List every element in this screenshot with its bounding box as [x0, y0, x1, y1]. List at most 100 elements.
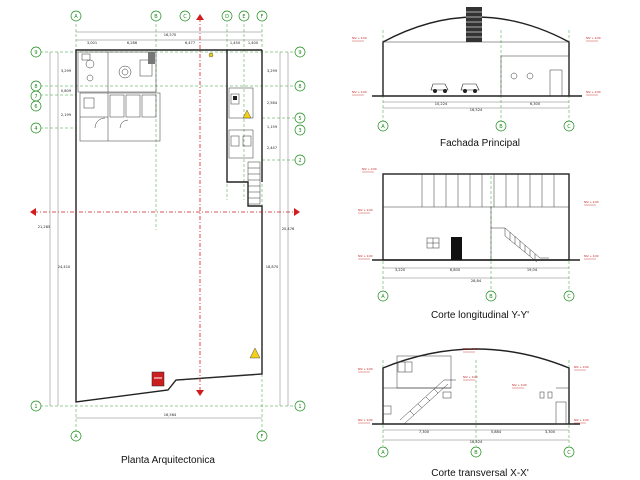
dim-label: 3,300 — [545, 430, 556, 434]
door-swing — [119, 119, 129, 129]
axis-label: C — [567, 294, 571, 300]
plan-title: Planta Arquitectonica — [121, 455, 215, 466]
facade-title: Fachada Principal — [440, 138, 520, 149]
axis-label: B — [499, 124, 503, 130]
axis-bubble — [294, 124, 306, 136]
axis-bubble — [377, 290, 389, 302]
plan-axis-bubbles-left: 9 8 7 6 4 1 — [30, 46, 42, 412]
axis-bubble — [256, 430, 268, 442]
long-section-title: Corte longitudinal Y-Y' — [431, 310, 529, 321]
level-tag: NIV. + 0.00 — [463, 347, 478, 351]
dim-label: 5,884 — [491, 430, 502, 434]
axis-label: 9 — [298, 50, 301, 56]
axis-label: C — [567, 450, 571, 456]
table-icon — [85, 59, 95, 69]
marker-icon — [208, 52, 214, 58]
service-rooms — [228, 87, 254, 159]
axis-bubble — [294, 400, 306, 412]
axis-bubble — [470, 446, 482, 458]
plan-grid-lines — [40, 24, 300, 432]
axis-label: A — [381, 124, 385, 130]
dim-label: 6,800 — [450, 268, 461, 272]
level-tag: NIV. + 0.00 — [586, 90, 601, 94]
axis-label: 7 — [34, 94, 37, 100]
warning-sign-icon — [249, 347, 261, 359]
axis-label: 1 — [298, 404, 301, 410]
axis-label: 9 — [34, 50, 37, 56]
door — [549, 69, 563, 97]
axis-label: 1 — [34, 404, 37, 410]
door-swing — [94, 117, 106, 129]
axis-bubble — [495, 120, 507, 132]
section-cut-lines — [30, 14, 300, 396]
axis-label: 5 — [298, 116, 301, 122]
plan-view: A B C D E F A F 9 8 7 6 — [30, 10, 306, 466]
dim-label: 16,524 — [470, 108, 483, 112]
dim-label: 1,400 — [248, 41, 259, 45]
dim-label: 2,199 — [61, 113, 72, 117]
axis-bubble — [30, 46, 42, 58]
dim-label: 6,286 — [127, 41, 138, 45]
axis-bubble — [294, 46, 306, 58]
level-tag: NIV. + 0.00 — [574, 365, 589, 369]
dim-label: 19,04 — [527, 268, 538, 272]
level-tag: NIV. + 0.00 — [512, 383, 527, 387]
axis-bubble — [150, 10, 162, 22]
door — [555, 401, 567, 425]
axis-bubble — [70, 430, 82, 442]
fixture — [539, 391, 545, 399]
level-tag: NIV. + 0.00 — [574, 418, 589, 422]
axis-bubble — [256, 10, 268, 22]
window — [382, 405, 392, 415]
axis-label: 4 — [34, 126, 37, 132]
plan-axis-bubbles-top: A B C D E F — [70, 10, 268, 22]
axis-label: A — [74, 14, 78, 20]
dim-label: 3,001 — [87, 41, 97, 45]
long-section-view: 3,220 6,800 19,04 28,84 A B C NIV. + 0.0… — [358, 167, 599, 321]
dim-label: 10,224 — [435, 102, 448, 106]
dim-label: 18,870 — [266, 265, 279, 269]
dim-label: 2,584 — [267, 101, 278, 105]
dim-label: 16,524 — [470, 440, 483, 444]
axis-label: 2 — [298, 158, 301, 164]
dim-label: 1,159 — [267, 125, 278, 129]
dim-label: 3,299 — [267, 69, 278, 73]
window — [442, 391, 452, 399]
dim-label: 2,447 — [267, 146, 277, 150]
level-tag: NIV. + 0.00 — [352, 36, 367, 40]
axis-bubble — [294, 154, 306, 166]
axis-bubble — [563, 446, 575, 458]
axis-label: 6 — [34, 104, 37, 110]
axis-bubble — [563, 120, 575, 132]
door — [451, 237, 462, 260]
axis-bubble — [294, 80, 306, 92]
trans-section-view: 7,300 5,884 3,300 16,524 A B C NIV. + 0.… — [358, 347, 589, 479]
section-outline — [382, 348, 570, 424]
fixture-fill — [233, 96, 237, 100]
axis-label: 3 — [298, 128, 301, 134]
axis-bubble — [563, 290, 575, 302]
axis-label: A — [381, 450, 385, 456]
table-icon — [118, 65, 132, 79]
axis-bubble — [377, 446, 389, 458]
axis-label: F — [261, 14, 264, 20]
wall-inner — [181, 373, 263, 381]
axis-bubble — [294, 112, 306, 124]
axis-label: C — [567, 124, 571, 130]
window-round — [510, 72, 518, 80]
section-stair — [491, 227, 549, 263]
dim-label: 21,285 — [38, 225, 51, 229]
fixture — [547, 391, 553, 399]
level-tag: NIV. + 0.00 — [463, 375, 478, 379]
axis-label: 8 — [34, 84, 37, 90]
axis-label: E — [242, 14, 245, 20]
car-icon — [460, 83, 480, 93]
dim-label: 16,570 — [164, 33, 177, 37]
dim-label: 24,410 — [58, 265, 71, 269]
axis-label: B — [154, 14, 158, 20]
office-block — [77, 51, 161, 142]
plan-axis-bubbles-bottom: A F — [70, 430, 268, 442]
dim-label: 20,476 — [282, 227, 295, 231]
axis-bubble — [70, 10, 82, 22]
